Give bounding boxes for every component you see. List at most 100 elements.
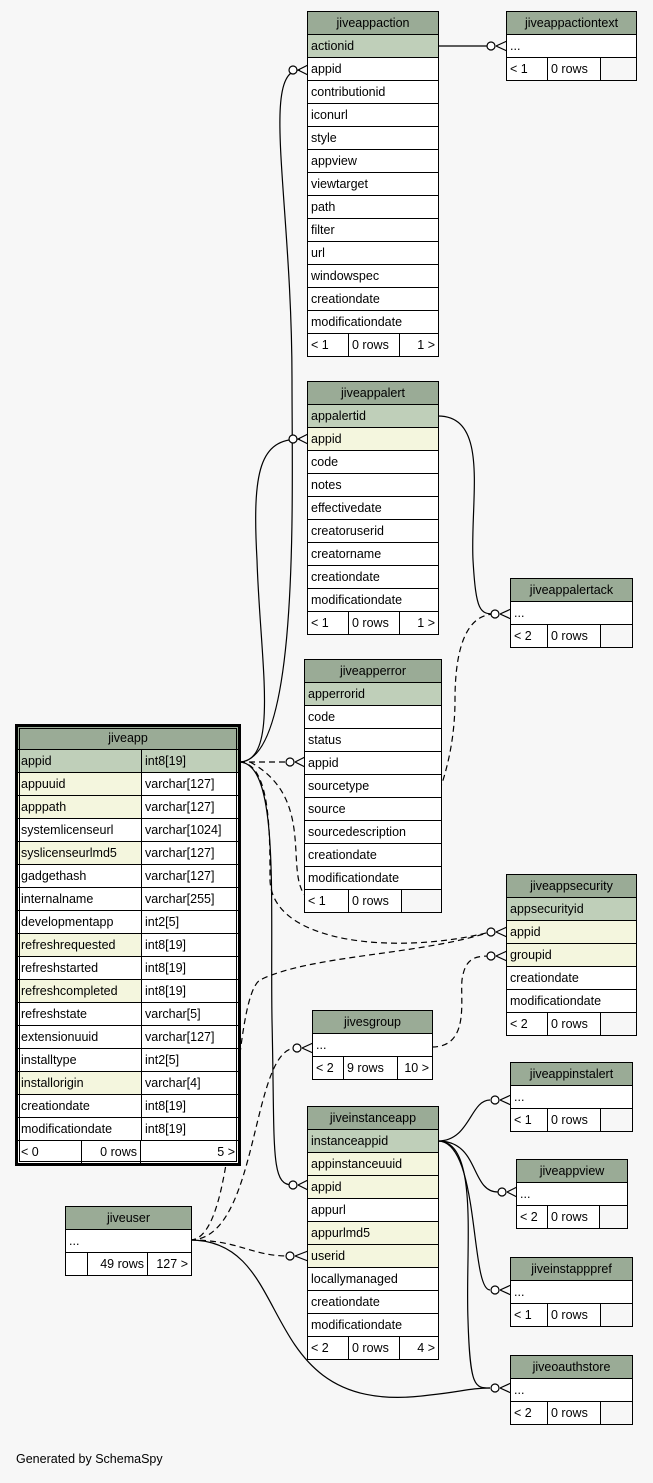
- table-jivesgroup[interactable]: jivesgroup ... < 2 9 rows 10 >: [312, 1010, 433, 1080]
- column-name: creatoruserid: [311, 524, 384, 538]
- column-name: iconurl: [311, 108, 348, 122]
- row-count: 0 rows: [547, 1206, 599, 1228]
- table-jiveappview[interactable]: jiveappview ... < 2 0 rows: [516, 1159, 628, 1229]
- parents-count[interactable]: < 1: [308, 894, 326, 908]
- column-row: creationdate: [308, 288, 438, 311]
- table-jiveapperror[interactable]: jiveapperror apperrorid code status appi…: [304, 659, 442, 913]
- column-name: windowspec: [311, 269, 380, 283]
- column-row: locallymanaged: [308, 1268, 438, 1291]
- children-count[interactable]: 1 >: [399, 612, 438, 634]
- column-row: apperrorid: [305, 683, 441, 706]
- column-name: appid: [18, 750, 141, 772]
- column-row: notes: [308, 474, 438, 497]
- column-row: ...: [313, 1034, 432, 1057]
- column-row: path: [308, 196, 438, 219]
- column-row: appid: [507, 921, 636, 944]
- children-count[interactable]: 1 >: [399, 334, 438, 356]
- column-name: filter: [311, 223, 335, 237]
- table-title: jiveappalertack: [511, 579, 632, 602]
- table-jiveappactiontext[interactable]: jiveappactiontext ... < 1 0 rows: [506, 11, 637, 81]
- column-name: appid: [308, 428, 438, 450]
- table-jiveappalertack[interactable]: jiveappalertack ... < 2 0 rows: [510, 578, 633, 648]
- table-footer: < 2 0 rows: [511, 1402, 632, 1424]
- children-count[interactable]: 127 >: [147, 1253, 191, 1275]
- table-title: jiveuser: [66, 1207, 191, 1230]
- edge-alert-alertack: [437, 415, 496, 615]
- column-name: modificationdate: [21, 1122, 113, 1136]
- column-name: creatorname: [311, 547, 382, 561]
- parents-count[interactable]: < 1: [514, 1308, 532, 1322]
- parents-count[interactable]: < 2: [520, 1210, 538, 1224]
- edge-instance-instpref: [437, 1140, 491, 1291]
- column-name: refreshrequested: [18, 934, 141, 956]
- column-name: status: [308, 733, 342, 747]
- table-footer: < 2 0 rows: [517, 1206, 627, 1228]
- table-title: jivesgroup: [313, 1011, 432, 1034]
- parents-count[interactable]: < 2: [311, 1341, 329, 1355]
- column-type: varchar[1024]: [141, 819, 238, 841]
- column-row: ...: [511, 1379, 632, 1402]
- column-name: apppath: [18, 796, 141, 818]
- parents-count[interactable]: < 2: [510, 1017, 528, 1031]
- column-name: code: [311, 455, 339, 469]
- edge-app-alert: [238, 438, 301, 763]
- table-jiveuser[interactable]: jiveuser ... 49 rows 127 >: [65, 1206, 192, 1276]
- column-name: ...: [514, 606, 525, 620]
- children-count[interactable]: 4 >: [399, 1337, 438, 1359]
- column-row: status: [305, 729, 441, 752]
- column-row: modificationdate: [308, 589, 438, 612]
- table-footer: < 0 0 rows 5 >: [18, 1141, 238, 1163]
- column-row: appid: [308, 428, 438, 451]
- column-name: appurl: [311, 1203, 346, 1217]
- table-jiveappinstalert[interactable]: jiveappinstalert ... < 1 0 rows: [510, 1062, 633, 1132]
- parents-count[interactable]: < 2: [514, 1406, 532, 1420]
- column-row: sourcedescription: [305, 821, 441, 844]
- parents-count[interactable]: < 1: [510, 62, 528, 76]
- column-name: code: [308, 710, 336, 724]
- parents-count[interactable]: < 1: [311, 616, 329, 630]
- column-name: modificationdate: [308, 871, 400, 885]
- parents-count[interactable]: < 2: [514, 629, 532, 643]
- column-name: url: [311, 246, 325, 260]
- table-jiveappalert[interactable]: jiveappalert appalertid appid code notes…: [307, 381, 439, 635]
- column-row: modificationdate: [507, 990, 636, 1013]
- table-jiveinstapppref[interactable]: jiveinstapppref ... < 1 0 rows: [510, 1257, 633, 1327]
- table-jiveappaction[interactable]: jiveappaction actionid appid contributio…: [307, 11, 439, 357]
- table-jiveoauthstore[interactable]: jiveoauthstore ... < 2 0 rows: [510, 1355, 633, 1425]
- column-name: creationdate: [308, 848, 377, 862]
- parents-count: [66, 1253, 87, 1275]
- row-count: 0 rows: [547, 1109, 600, 1131]
- column-row: creatoruserid: [308, 520, 438, 543]
- column-name: style: [311, 131, 337, 145]
- generated-by-footer: Generated by SchemaSpy: [16, 1452, 163, 1466]
- parents-count[interactable]: < 0: [21, 1145, 39, 1159]
- table-jiveinstanceapp[interactable]: jiveinstanceapp instanceappid appinstanc…: [307, 1106, 439, 1360]
- column-type: int8[19]: [141, 957, 238, 979]
- column-type: varchar[5]: [141, 1003, 238, 1025]
- children-count[interactable]: 5 >: [140, 1141, 238, 1163]
- column-name: modificationdate: [311, 315, 403, 329]
- column-name: modificationdate: [510, 994, 602, 1008]
- column-row: code: [305, 706, 441, 729]
- parents-count[interactable]: < 1: [514, 1113, 532, 1127]
- column-row: sourcetype: [305, 775, 441, 798]
- edge-instance-instalert: [437, 1099, 491, 1142]
- table-jiveappsecurity[interactable]: jiveappsecurity appsecurityid appid grou…: [506, 874, 637, 1036]
- column-row: groupid: [507, 944, 636, 967]
- parents-count[interactable]: < 2: [316, 1061, 334, 1075]
- table-title: jiveapp: [18, 727, 238, 750]
- table-title: jiveappalert: [308, 382, 438, 405]
- column-name: sourcedescription: [308, 825, 406, 839]
- parents-count[interactable]: < 1: [311, 338, 329, 352]
- children-count[interactable]: 10 >: [397, 1057, 432, 1079]
- column-name: appid: [308, 756, 339, 770]
- row-count: 0 rows: [348, 612, 399, 634]
- column-name: appalertid: [308, 405, 438, 427]
- column-row: source: [305, 798, 441, 821]
